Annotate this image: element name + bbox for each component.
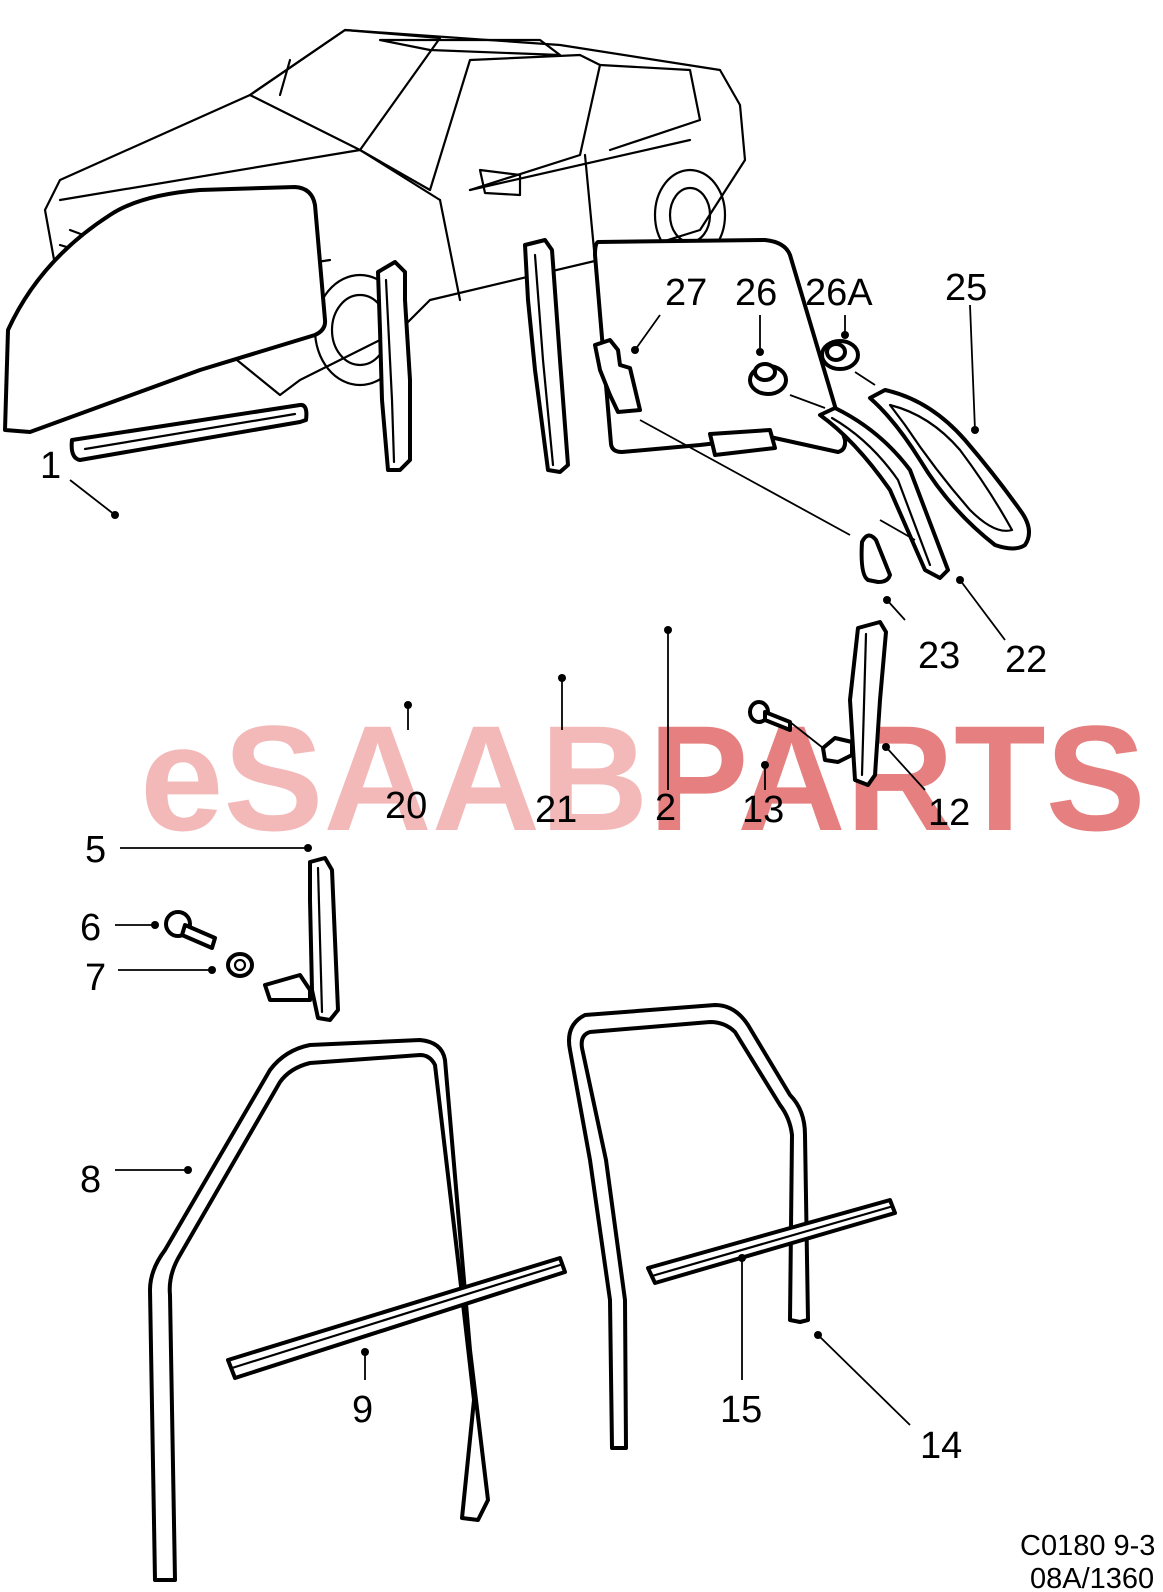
callout-26a: 26A [805,272,873,314]
callout-13: 13 [742,789,784,831]
watermark: eSAABPARTS [140,694,1146,862]
part-2-rear-door-glass [593,238,848,457]
callout-20: 20 [385,785,427,827]
callout-15: 15 [720,1389,762,1431]
drawing-reference: C0180 9-3 08A/1360 [1020,1530,1155,1592]
part-9-belt-molding [226,1256,567,1380]
callout-25: 25 [945,267,987,309]
callout-labels: 1 5 6 7 8 9 20 21 2 13 12 14 15 23 22 25… [40,267,1047,1467]
callout-7: 7 [85,957,106,999]
part-26-clip [748,362,788,396]
part-7-washer [226,952,254,978]
part-5-front-channel [263,856,340,1022]
callout-2: 2 [655,787,676,829]
part-23-triangle-glass [859,533,892,584]
part-20-pillar-trim [376,260,412,472]
part-21-door-trim [523,238,570,474]
part-15-belt-molding [646,1198,897,1285]
watermark-prefix: eSAAB [140,694,648,862]
part-25-quarter-frame [868,388,1031,551]
part-12-rear-channel [821,620,888,787]
callout-5: 5 [85,829,106,871]
part-14-rear-door-seal [567,1003,810,1450]
callout-9: 9 [352,1389,373,1431]
drawing-ref-line2: 08A/1360 [1030,1563,1154,1592]
callout-6: 6 [80,907,101,949]
callout-27: 27 [665,272,707,314]
callout-14: 14 [920,1425,962,1467]
callout-8: 8 [80,1159,101,1201]
callout-23: 23 [918,635,960,677]
part-6-bolt [164,910,217,950]
watermark-suffix: PARTS [648,694,1145,862]
part-1-front-door-glass [3,185,328,462]
callout-22: 22 [1005,639,1047,681]
part-26a-clip [820,339,860,371]
leader-lines [69,304,1006,1426]
part-22-quarter-seal [818,406,950,580]
part-27-bracket [593,338,642,414]
callout-12: 12 [928,792,970,834]
part-8-front-door-seal [148,1038,490,1582]
callout-26: 26 [735,272,777,314]
drawing-ref-line1: C0180 9-3 [1020,1530,1155,1562]
part-13-bolt [748,700,792,732]
callout-1: 1 [40,445,61,487]
callout-21: 21 [535,789,577,831]
